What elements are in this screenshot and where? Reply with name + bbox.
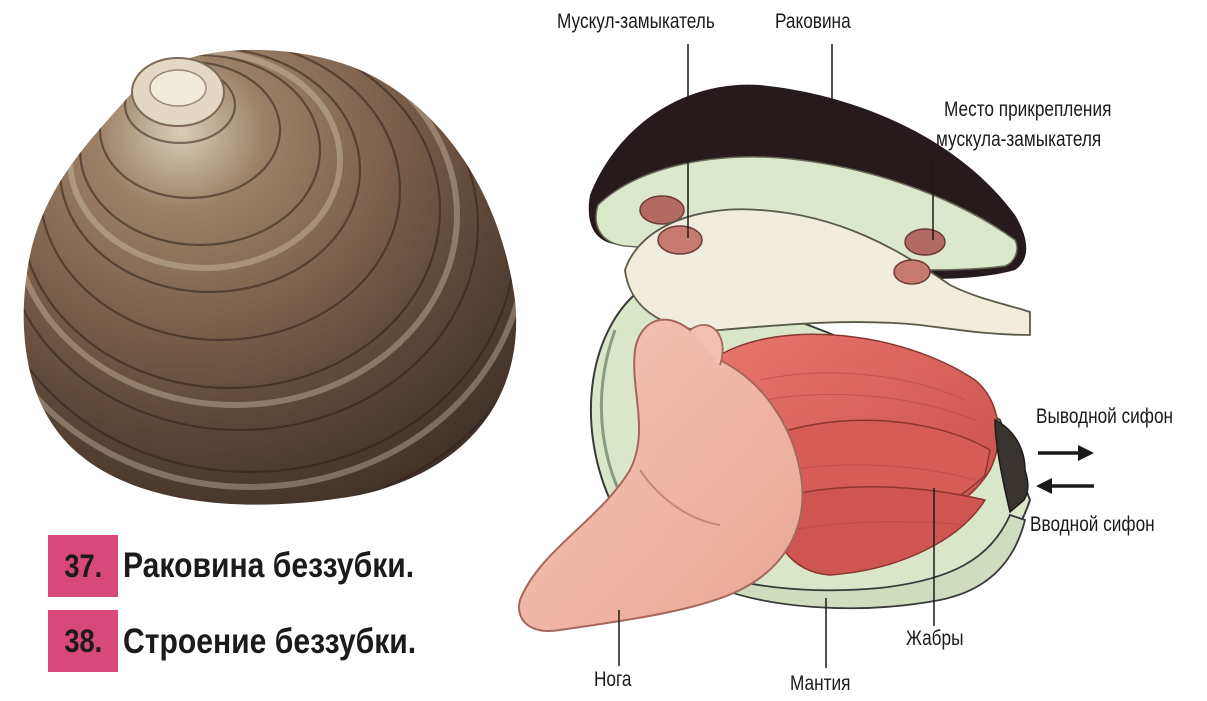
caption-38-badge: 38. [48, 610, 118, 672]
muscle-scar-back [905, 229, 945, 255]
label-foot: Нога [594, 668, 632, 692]
caption-38-number: 38. [64, 623, 102, 660]
label-mantle: Мантия [790, 672, 850, 696]
label-out-siphon: Выводной сифон [1036, 405, 1173, 429]
label-attach-line1: Место прикрепления [944, 98, 1111, 122]
label-in-siphon: Вводной сифон [1030, 513, 1155, 537]
label-attach-line2: мускула-замыкателя [936, 128, 1101, 152]
arrow-in-siphon [1036, 478, 1094, 494]
label-muscle: Мускул-замыкатель [557, 10, 715, 34]
caption-38-text: Строение беззубки. [123, 622, 416, 662]
arrow-out-siphon [1038, 445, 1094, 461]
caption-37-number: 37. [64, 548, 102, 585]
label-shell: Раковина [775, 10, 851, 34]
label-gills: Жабры [906, 627, 963, 651]
caption-37-badge: 37. [48, 535, 118, 597]
caption-37-text: Раковина беззубки. [123, 546, 414, 586]
shell-exterior-illustration [0, 0, 550, 513]
anatomy-illustration [519, 85, 1030, 631]
